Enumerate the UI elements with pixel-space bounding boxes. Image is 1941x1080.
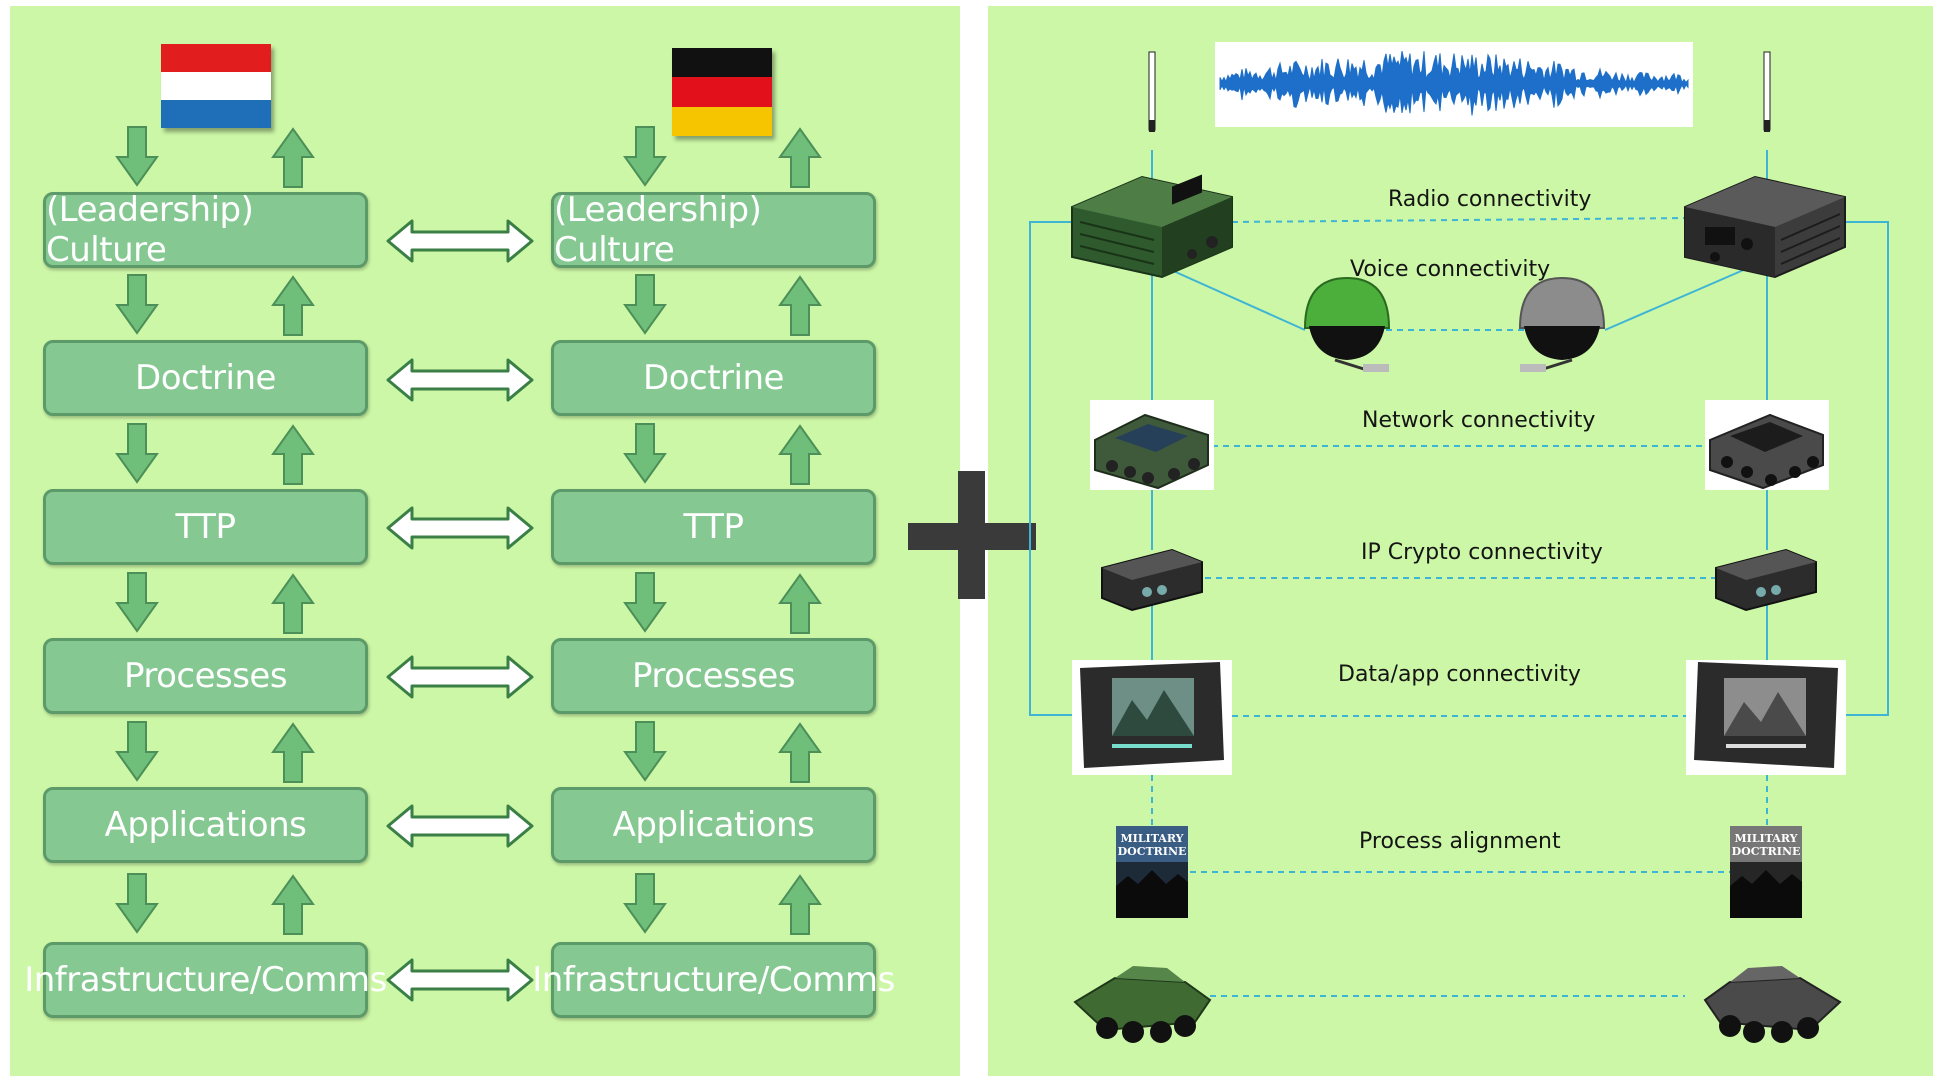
armored-vehicle-icon [1703,966,1842,1043]
netherlands-flag [161,44,271,128]
flag-stripe-red [672,77,772,107]
data-app-connectivity-label: Data/app connectivity [1338,662,1581,687]
nl-layer-culture: (Leadership) Culture [43,190,368,270]
ip-crypto-connectivity-label: IP Crypto connectivity [1361,540,1603,565]
svg-text:MILITARY: MILITARY [1735,832,1798,845]
network-switch-icon [1090,400,1214,490]
de-layer-culture: (Leadership) Culture [551,190,876,270]
flag-stripe-blue [161,100,271,128]
tablet-icon [1686,660,1846,775]
de-layer-infrastructure: Infrastructure/Comms [532,942,895,1018]
radio-connectivity-label: Radio connectivity [1388,187,1592,212]
germany-flag [672,48,772,136]
crypto-device-icon [1101,548,1203,612]
nl-layer-processes: Processes [43,638,368,714]
flag-stripe-black [672,48,772,78]
tablet-icon [1072,660,1232,775]
nl-layer-applications: Applications [43,787,368,863]
process-alignment-label: Process alignment [1359,829,1561,854]
network-switch-icon [1705,400,1829,490]
svg-text:MILITARY: MILITARY [1121,832,1184,845]
radio-icon [1071,174,1233,279]
svg-text:DOCTRINE: DOCTRINE [1118,845,1187,858]
de-layer-processes: Processes [551,638,876,714]
nl-layer-ttp: TTP [43,489,368,565]
doctrine-book-icon: MILITARY DOCTRINE [1116,826,1188,918]
doctrine-book-icon: MILITARY DOCTRINE [1730,826,1802,918]
flag-stripe-red [161,44,271,72]
helmet-icon [1303,276,1391,372]
network-connectivity-label: Network connectivity [1362,408,1596,433]
antenna-icon [1763,51,1771,132]
de-layer-doctrine: Doctrine [551,340,876,416]
antenna-icon [1148,51,1156,132]
voice-connectivity-label: Voice connectivity [1350,257,1551,282]
armored-vehicle-icon [1073,966,1212,1043]
de-layer-ttp: TTP [551,489,876,565]
de-layer-applications: Applications [551,787,876,863]
flag-stripe-gold [672,106,772,136]
radio-icon [1684,175,1846,279]
helmet-icon [1518,276,1606,372]
nl-layer-doctrine: Doctrine [43,340,368,416]
crypto-device-icon [1715,548,1817,612]
flag-stripe-white [161,72,271,100]
svg-text:DOCTRINE: DOCTRINE [1732,845,1801,858]
nl-layer-infrastructure: Infrastructure/Comms [24,942,387,1018]
